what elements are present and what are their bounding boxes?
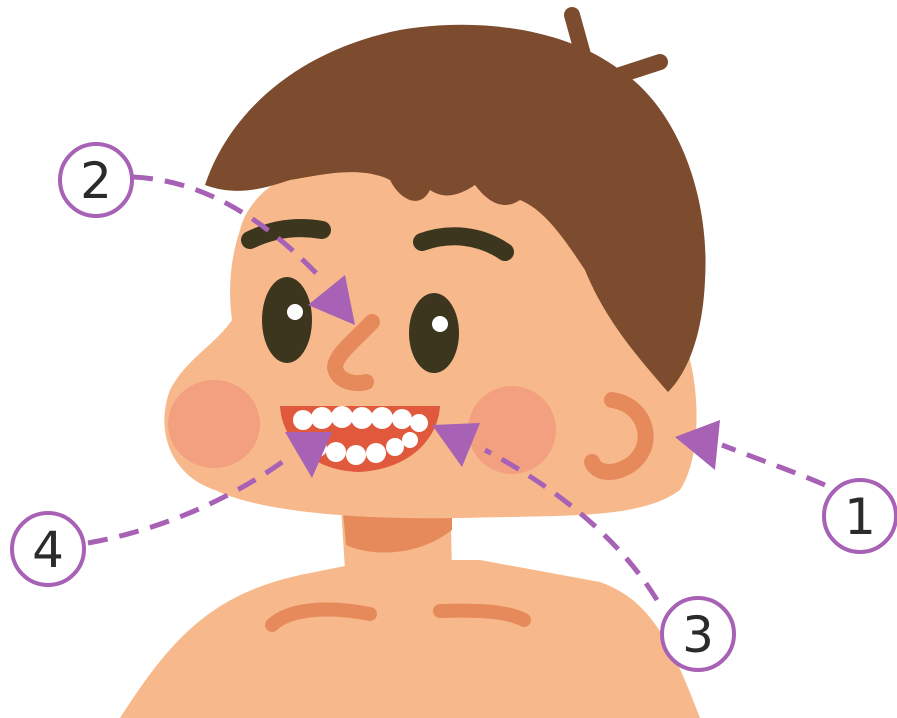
callout-1-line (722, 445, 825, 485)
callout-2-label: 2 (80, 152, 112, 210)
shoulders (120, 560, 700, 718)
left-eye (262, 277, 312, 363)
left-eye-highlight (287, 304, 303, 320)
right-cheek (468, 386, 556, 474)
right-eye (409, 293, 459, 373)
left-cheek (168, 380, 260, 468)
callout-1-label: 1 (844, 488, 876, 546)
callout-1: 1 (675, 420, 896, 552)
callout-3-label: 3 (682, 606, 714, 664)
callout-4-label: 4 (32, 521, 64, 579)
right-eye-highlight (432, 316, 448, 332)
hair-cowlick (572, 15, 660, 80)
